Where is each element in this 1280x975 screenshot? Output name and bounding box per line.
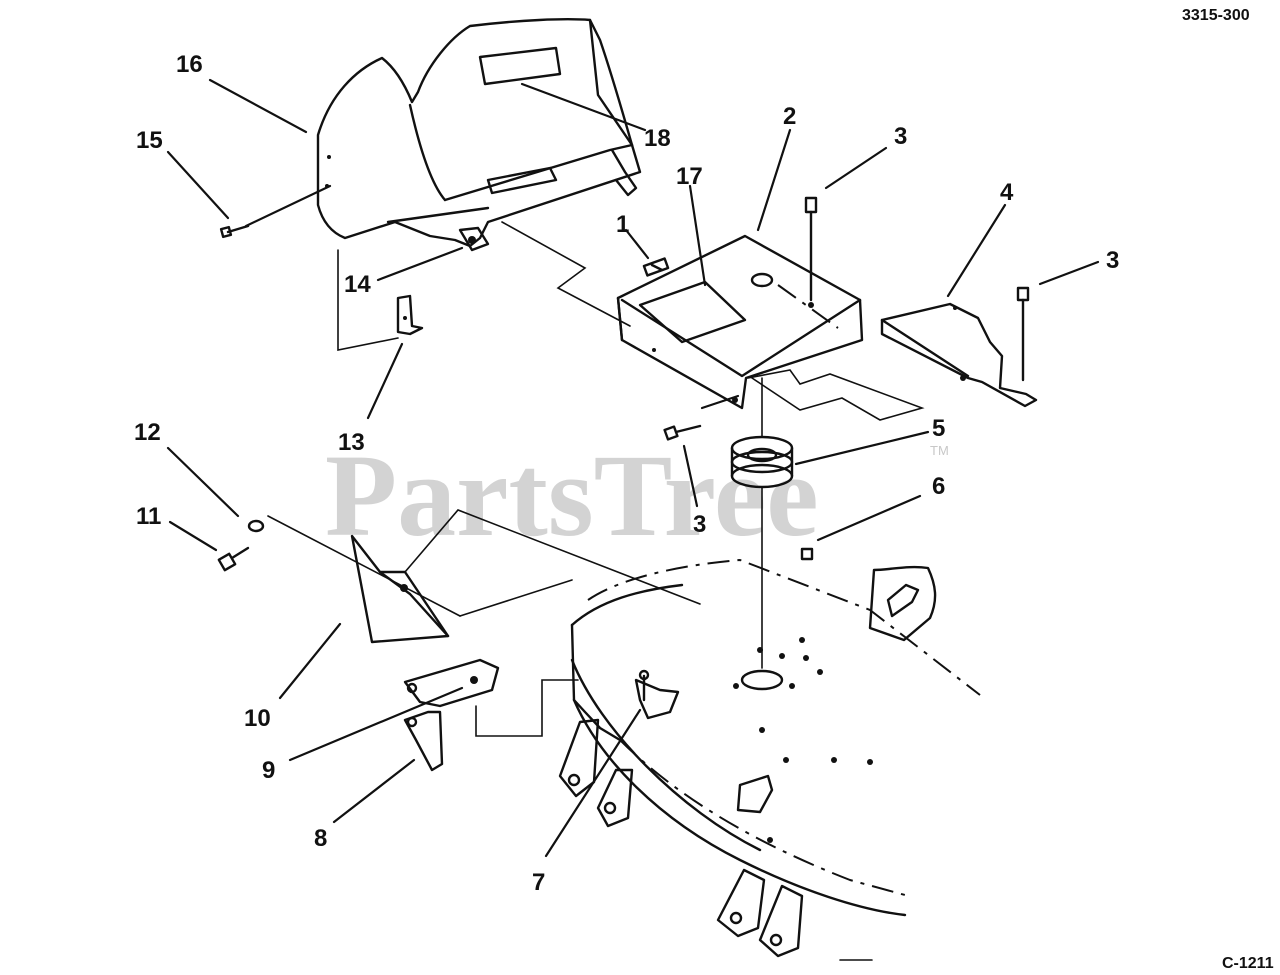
callout-1: 1: [616, 211, 629, 238]
callout-4: 4: [1000, 179, 1014, 206]
bolt-3-top: [804, 196, 818, 308]
callout-2: 2: [783, 103, 796, 130]
screw-11: [217, 546, 250, 572]
callout-13: 13: [338, 429, 365, 456]
bracket-13: [396, 294, 424, 336]
callout-5: 5: [932, 415, 945, 442]
callout-3-lower: 3: [693, 511, 706, 538]
callout-9: 9: [262, 757, 275, 784]
pulley-5: [730, 377, 794, 669]
bracket-8: [403, 710, 444, 772]
nut-6: [800, 547, 814, 561]
bolt-3-right: [1016, 286, 1030, 382]
callout-6: 6: [932, 473, 945, 500]
page-reference: C-1211: [1222, 955, 1274, 972]
deflector-10: [350, 534, 450, 644]
callout-16: 16: [176, 51, 203, 78]
callout-labels: 16 15 18 2 3 17 1 4 3 14 13 12 5 11 6 3 …: [134, 51, 1119, 896]
callout-3-top: 3: [894, 123, 907, 150]
bracket-4: [880, 302, 1038, 408]
callout-7: 7: [532, 869, 545, 896]
bracket-9-assembly: [403, 658, 579, 737]
callout-10: 10: [244, 705, 271, 732]
callout-18: 18: [644, 125, 671, 152]
discharge-chute: [316, 18, 642, 252]
bolt-3-lower: [663, 424, 702, 441]
callout-15: 15: [136, 127, 163, 154]
callout-8: 8: [314, 825, 327, 852]
watermark-text: PartsTree: [325, 430, 819, 561]
callout-11: 11: [136, 503, 161, 530]
mower-deck: [558, 558, 981, 961]
washer-12: [247, 519, 265, 533]
callout-14: 14: [344, 271, 371, 298]
leader-lines: [166, 78, 1100, 858]
callout-3-right: 3: [1106, 247, 1119, 274]
callout-12: 12: [134, 419, 161, 446]
belt-cover: [616, 234, 864, 410]
bolt-15: [219, 224, 250, 239]
callout-17: 17: [676, 163, 703, 190]
drawing-number: 3315-300: [1182, 7, 1250, 24]
watermark-trademark: TM: [930, 443, 949, 458]
